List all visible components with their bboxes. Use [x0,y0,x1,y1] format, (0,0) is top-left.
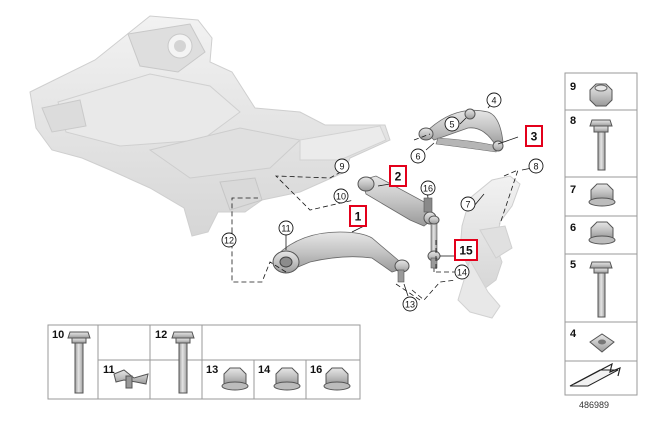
clip-nut-icon [589,333,615,353]
panel-item-number: 8 [570,115,576,127]
panel-item-number: 11 [103,364,115,376]
callout-circle [278,220,294,236]
callout-highlight-box [454,239,478,261]
panel-item-number: 4 [570,328,577,340]
panel-item-number: 9 [570,81,576,93]
subframe-illustration [29,15,391,237]
callout-circle [486,92,502,108]
panel-item-number: 6 [570,222,576,234]
callout-circle [410,148,426,164]
flange-nut-icon [588,221,616,245]
callout-circle [402,296,418,312]
flange-nut-icon [323,367,351,391]
panel-item-number: 16 [310,364,322,376]
callout-highlight-box [525,125,543,147]
panel-item-number: 14 [258,364,271,376]
flange-nut-icon [273,367,301,391]
lower-control-arm-part [272,231,410,283]
hex-nut-icon [589,83,613,107]
callout-label-2: 2 [395,170,402,184]
callout-label-16: 16 [423,184,433,194]
callout-label-3: 3 [531,130,538,144]
bracket-icon [113,369,149,389]
callout-label-14: 14 [457,268,467,278]
flange-nut-icon [588,183,616,207]
callout-label-12: 12 [224,236,234,246]
callout-circle [444,116,460,132]
callout-label-7: 7 [465,200,470,210]
hex-bolt-icon [67,331,91,394]
panel-item-number: 5 [570,259,576,271]
image-reference-number: 486989 [579,400,609,410]
right-parts-panel: 9 8 7 6 5 4 [564,72,638,396]
callout-circle [334,158,350,174]
hex-bolt-icon [589,261,613,318]
callout-circle [460,196,476,212]
callout-circle [333,188,349,204]
callout-label-6: 6 [415,152,420,162]
callout-label-4: 4 [491,96,496,106]
callout-label-11: 11 [281,224,290,234]
callout-highlight-box [389,165,407,187]
panel-item-number: 12 [155,329,167,341]
callout-label-5: 5 [449,120,454,130]
callout-highlight-box [349,205,367,227]
flange-nut-icon [221,367,249,391]
callout-label-8: 8 [533,162,538,172]
panel-item-number: 10 [52,329,64,341]
callout-circle [454,264,470,280]
assembly-arrow-icon [569,362,621,387]
callout-label-1: 1 [355,210,362,224]
bottom-parts-panel: 10 11 12 13 14 16 [47,324,361,400]
callout-label-15: 15 [459,244,473,258]
upper-wishbone-part [418,108,504,153]
callout-circle [420,180,436,196]
callout-circle [528,158,544,174]
panel-item-number: 7 [570,184,576,196]
hex-bolt-icon [171,331,195,394]
panel-item-number: 13 [206,364,218,376]
callout-label-13: 13 [405,300,415,310]
callout-circle [221,232,237,248]
callout-label-9: 9 [339,162,344,172]
hex-bolt-icon [589,119,613,171]
callout-label-10: 10 [336,192,346,202]
